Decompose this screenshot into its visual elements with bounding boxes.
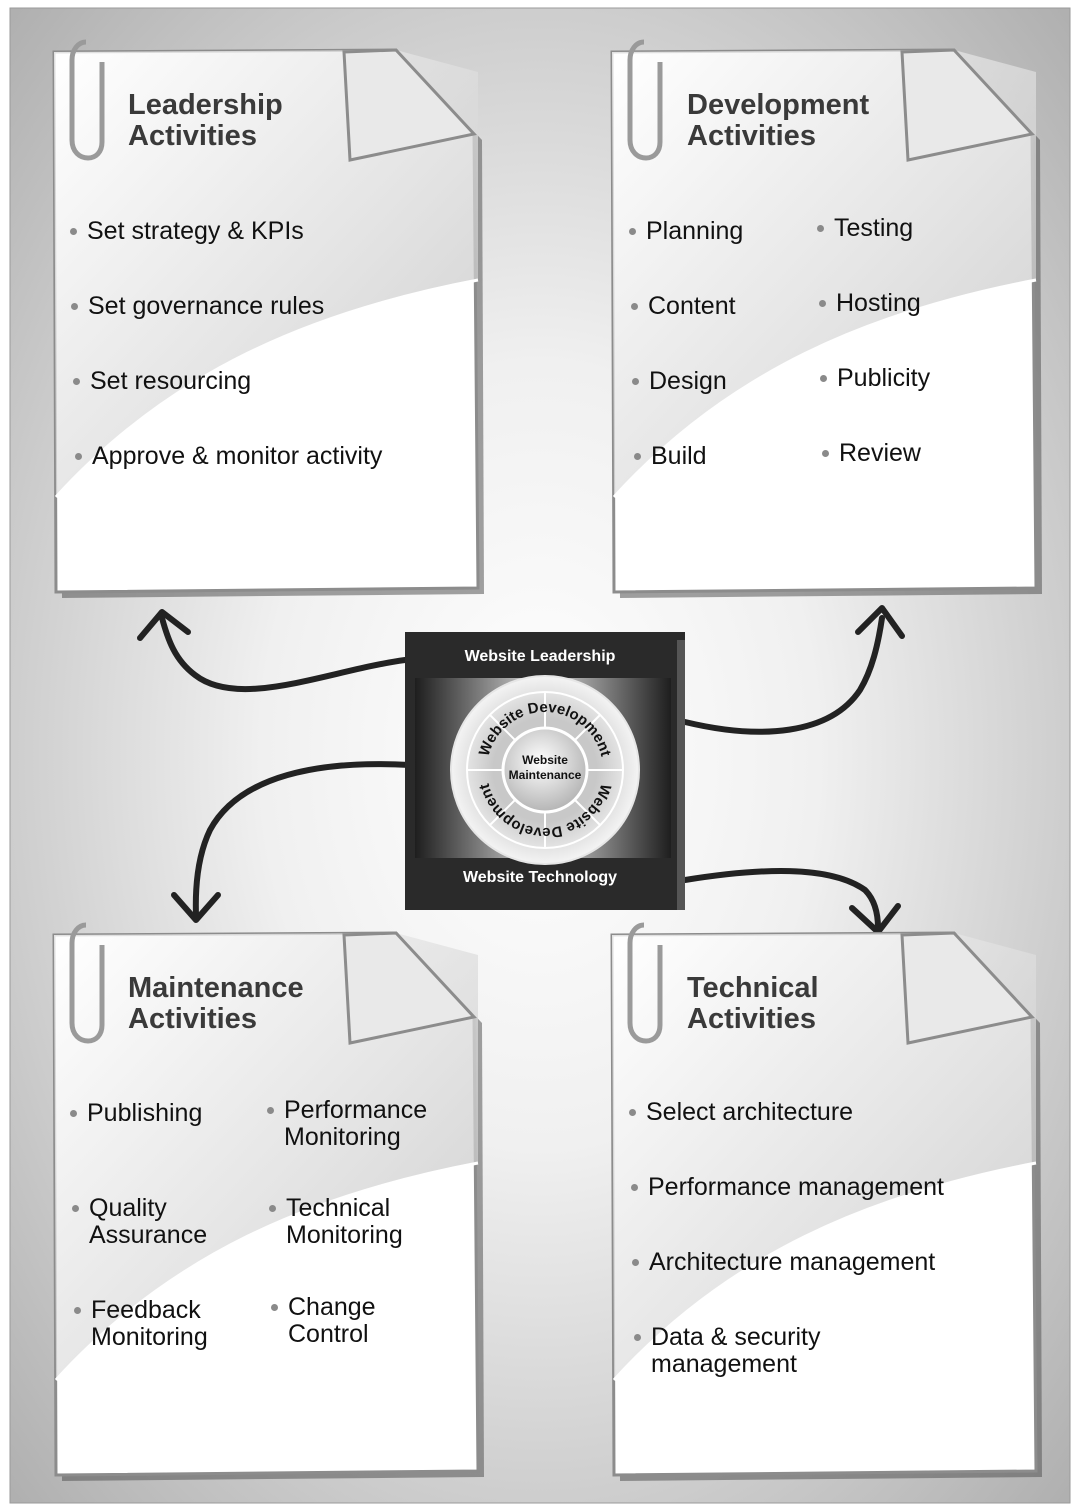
bullet-icon xyxy=(72,1205,79,1212)
list-item: Build xyxy=(634,443,707,470)
card-title-line2: Activities xyxy=(687,120,816,152)
card-title-line1: Maintenance xyxy=(128,972,304,1004)
list-item: Testing xyxy=(817,215,913,242)
bullet-icon xyxy=(629,228,636,235)
arrow-to-development xyxy=(682,615,885,735)
list-item: Set resourcing xyxy=(73,368,251,395)
list-item: Publicity xyxy=(820,365,930,392)
bullet-icon xyxy=(634,1334,641,1341)
bullet-icon xyxy=(269,1205,276,1212)
bullet-icon xyxy=(632,1259,639,1266)
website-model-box: Website Development Website Development … xyxy=(405,632,685,910)
paper-sheet xyxy=(52,39,484,598)
paper-sheet xyxy=(610,39,1042,598)
maintenance-activities-card: Maintenance Activities Publishing Qualit… xyxy=(50,922,490,1490)
arrow-to-leadership xyxy=(159,615,408,693)
list-item: Architecture management xyxy=(632,1249,935,1276)
core-label-line2: Maintenance xyxy=(509,768,582,782)
list-item: Set strategy & KPIs xyxy=(70,218,304,245)
list-item: Publishing xyxy=(70,1100,202,1127)
arrow-head-leadership xyxy=(137,609,191,641)
list-item: Performance management xyxy=(631,1174,944,1201)
arrow-head-maintenance xyxy=(171,892,221,923)
bullet-icon xyxy=(819,300,826,307)
arrow-to-maintenance xyxy=(192,761,413,918)
paperclip-icon xyxy=(627,39,663,161)
list-item: Review xyxy=(822,440,921,467)
arrow-to-technical xyxy=(682,868,881,931)
list-item: Content xyxy=(631,293,736,320)
list-item: Select architecture xyxy=(629,1099,853,1126)
list-item: Hosting xyxy=(819,290,921,317)
top-band-label: Website Leadership xyxy=(464,648,616,665)
list-item: Design xyxy=(632,368,727,395)
card-title-line2: Activities xyxy=(128,1003,257,1035)
card-title-line1: Technical xyxy=(687,972,819,1004)
arrow-head-development xyxy=(855,605,905,639)
paperclip-icon xyxy=(627,922,663,1044)
bullet-icon xyxy=(822,450,829,457)
paper-sheet xyxy=(610,922,1042,1481)
technical-activities-card: Technical Activities Select architecture… xyxy=(608,922,1048,1490)
bottom-band-label: Website Technology xyxy=(462,869,618,886)
list-item: Approve & monitor activity xyxy=(75,443,382,470)
bullet-icon xyxy=(817,225,824,232)
paperclip-icon xyxy=(69,922,105,1044)
bullet-icon xyxy=(74,1307,81,1314)
leadership-activities-card: Leadership Activities Set strategy & KPI… xyxy=(50,39,490,607)
card-title-line2: Activities xyxy=(128,120,257,152)
list-item: Planning xyxy=(629,218,743,245)
list-item: Set governance rules xyxy=(71,293,324,320)
bullet-icon xyxy=(267,1107,274,1114)
card-title-line1: Development xyxy=(687,89,870,121)
bullet-icon xyxy=(71,303,78,310)
bullet-icon xyxy=(631,1184,638,1191)
bullet-icon xyxy=(820,375,827,382)
bullet-icon xyxy=(632,378,639,385)
bullet-icon xyxy=(631,303,638,310)
bullet-icon xyxy=(73,378,80,385)
bullet-icon xyxy=(75,453,82,460)
development-activities-card: Development Activities Planning Content … xyxy=(608,39,1048,607)
bullet-icon xyxy=(70,228,77,235)
bullet-icon xyxy=(634,453,641,460)
core-label-line1: Website xyxy=(522,753,568,767)
paperclip-icon xyxy=(69,39,105,161)
model-graphic: Website Development Website Development … xyxy=(405,632,685,910)
card-title-line1: Leadership xyxy=(128,89,283,121)
bullet-icon xyxy=(70,1110,77,1117)
card-title-line2: Activities xyxy=(687,1003,816,1035)
bullet-icon xyxy=(629,1109,636,1116)
bullet-icon xyxy=(271,1304,278,1311)
